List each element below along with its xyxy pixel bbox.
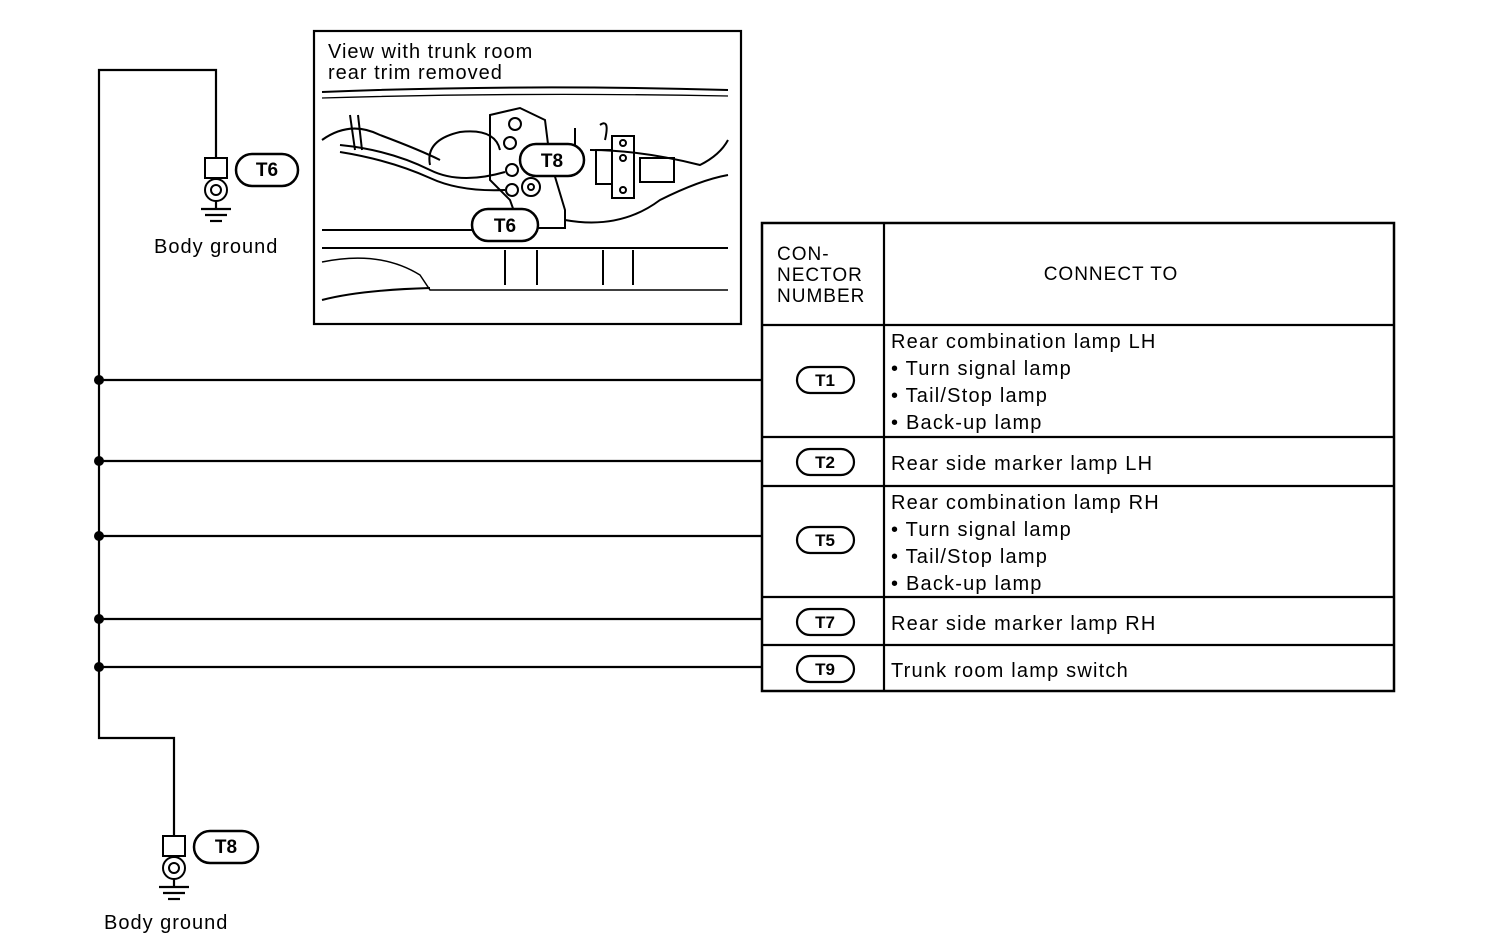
row-t5-line1: Rear combination lamp RH bbox=[891, 492, 1160, 514]
inset-callout-t8: T8 bbox=[518, 142, 586, 178]
table-row: T2 Rear side marker lamp LH bbox=[795, 447, 1153, 477]
row-t1-line1: Rear combination lamp LH bbox=[891, 331, 1157, 353]
inset-callout-t8-text: T8 bbox=[541, 151, 563, 172]
inset-caption-line2: rear trim removed bbox=[328, 62, 503, 84]
row-t9-line1: Trunk room lamp switch bbox=[891, 660, 1129, 682]
ground-symbol-t8 bbox=[159, 835, 189, 901]
row-t1-line3: • Tail/Stop lamp bbox=[891, 385, 1048, 407]
inset-callout-t6-text: T6 bbox=[494, 216, 516, 237]
row-t1-line2: • Turn signal lamp bbox=[891, 358, 1072, 380]
row-t5-line2: • Turn signal lamp bbox=[891, 519, 1072, 541]
ground-label-t6: Body ground bbox=[154, 236, 278, 258]
header-connector-line3: NUMBER bbox=[777, 286, 865, 307]
header-connector-line2: NECTOR bbox=[777, 265, 863, 286]
inset-callout-t6: T6 bbox=[470, 207, 540, 243]
inset-caption-line1: View with trunk room bbox=[328, 41, 533, 63]
row-t2-line1: Rear side marker lamp LH bbox=[891, 453, 1153, 475]
connector-tag-t5: T5 bbox=[815, 531, 835, 550]
table-row: T1 Rear combination lamp LH • Turn signa… bbox=[795, 331, 1157, 434]
header-connector-line1: CON- bbox=[777, 244, 830, 265]
row-t7-line1: Rear side marker lamp RH bbox=[891, 613, 1157, 635]
ground-symbol-t6 bbox=[201, 157, 231, 223]
row-t5-line4: • Back-up lamp bbox=[891, 573, 1043, 595]
ground-label-t8: Body ground bbox=[104, 912, 228, 934]
header-connect-to: CONNECT TO bbox=[1044, 264, 1179, 285]
row-t5-line3: • Tail/Stop lamp bbox=[891, 546, 1048, 568]
table-row: T5 Rear combination lamp RH • Turn signa… bbox=[795, 492, 1160, 595]
connector-table: CON- NECTOR NUMBER CONNECT TO T1 Rear co… bbox=[760, 221, 1396, 693]
connector-tag-t9: T9 bbox=[815, 660, 835, 679]
table-row: T9 Trunk room lamp switch bbox=[795, 654, 1129, 684]
row-t1-line4: • Back-up lamp bbox=[891, 412, 1043, 434]
inset-illustration: View with trunk room rear trim removed bbox=[312, 29, 743, 326]
ground-tag-t8-text: T8 bbox=[215, 837, 237, 858]
ground-bus bbox=[94, 68, 762, 836]
ground-tag-t6: T6 bbox=[234, 152, 300, 188]
ground-tag-t6-text: T6 bbox=[256, 160, 278, 181]
table-row: T7 Rear side marker lamp RH bbox=[795, 607, 1157, 637]
connector-tag-t7: T7 bbox=[815, 613, 835, 632]
connector-tag-t2: T2 bbox=[815, 453, 835, 472]
ground-tag-t8: T8 bbox=[192, 829, 260, 865]
connector-tag-t1: T1 bbox=[815, 371, 835, 390]
